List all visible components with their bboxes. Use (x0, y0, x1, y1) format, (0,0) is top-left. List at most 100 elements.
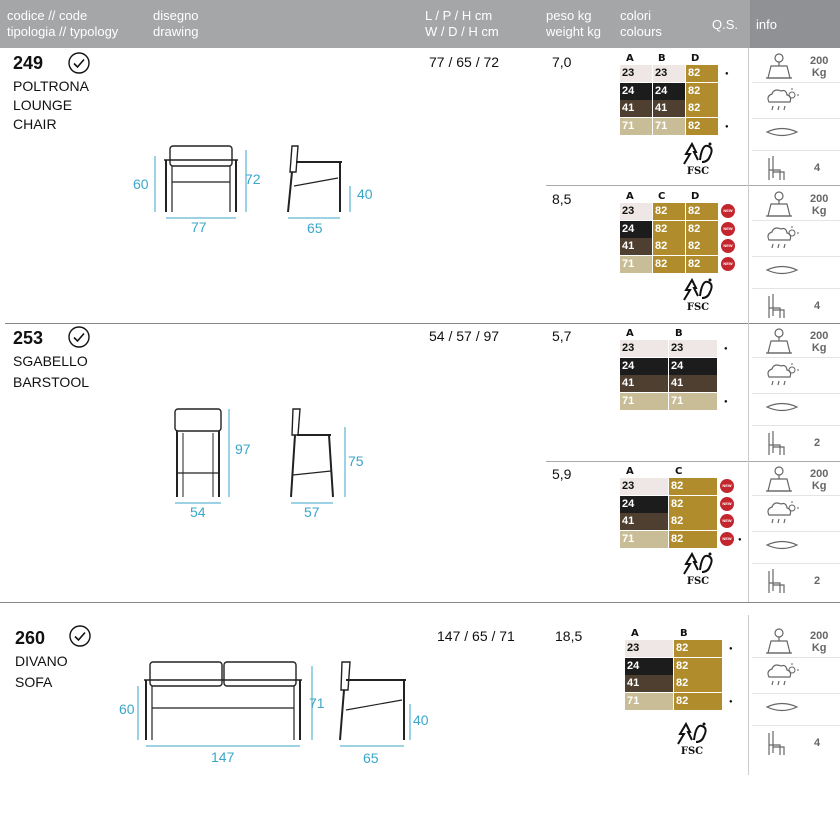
outdoor-weather-icon (764, 499, 804, 527)
outdoor-weather-icon (764, 361, 804, 389)
info-separator (752, 495, 840, 496)
certified-check-icon (69, 625, 91, 647)
depth-label: 57 (304, 504, 320, 520)
colour-swatch: 82 (686, 220, 718, 238)
qs-label: Q.S. (712, 17, 739, 32)
colour-swatch: 24 (653, 82, 685, 100)
load-capacity-icon (764, 52, 804, 80)
info-separator (752, 425, 840, 426)
colour-swatch: 82 (653, 238, 685, 255)
cushion-icon (764, 122, 804, 150)
fsc-label: FSC (686, 576, 710, 587)
product-code: 253 (13, 328, 44, 348)
width-label: 77 (191, 219, 207, 235)
new-badge-icon: NEW (720, 479, 734, 493)
colour-swatch: 82 (653, 220, 685, 238)
product-name: DIVANO SOFA (15, 653, 68, 690)
colour-swatch: 82 (669, 513, 717, 530)
sofa-side-drawing (339, 661, 411, 747)
lounge-chair-front-drawing (154, 145, 247, 219)
colour-swatch: 24 (620, 82, 652, 100)
colour-column-header: D (691, 191, 700, 202)
seat-height-label: 60 (133, 176, 149, 192)
barstool-front-drawing (174, 408, 230, 504)
colour-column-header: A (626, 328, 634, 339)
info-separator (752, 357, 840, 358)
colour-swatch: 24 (669, 357, 717, 375)
new-badge-icon: NEW (721, 221, 735, 236)
new-badge-icon: NEW (721, 256, 735, 271)
qs-dot-icon: ● (738, 536, 742, 543)
qs-dot-icon: ● (729, 698, 733, 705)
variant-weight: 18,5 (555, 628, 583, 644)
colour-swatch: 82 (674, 640, 722, 657)
colour-swatch: 23 (620, 65, 652, 82)
width-label: 54 (190, 504, 206, 520)
sofa-front-drawing (137, 661, 313, 747)
outdoor-weather-icon (764, 86, 804, 114)
info-header: info (750, 0, 840, 48)
info-separator (752, 118, 840, 119)
colour-swatch: 82 (686, 238, 718, 255)
section-divider (5, 323, 840, 324)
stack-quantity: 2 (814, 575, 821, 587)
colour-swatch: 71 (620, 392, 668, 410)
colour-column-header: B (680, 628, 688, 639)
outdoor-weather-icon (764, 661, 804, 689)
load-capacity-icon (764, 190, 804, 218)
variant-weight: 7,0 (552, 54, 572, 70)
capacity-number: 200 (810, 193, 829, 205)
product-name: POLTRONA LOUNGE CHAIR (13, 78, 89, 132)
colour-swatch: 82 (653, 255, 685, 273)
colour-column-header: A (626, 191, 634, 202)
info-separator (752, 725, 840, 726)
cushion-icon (764, 260, 804, 288)
info-separator (752, 150, 840, 151)
colour-swatch: 71 (653, 117, 685, 135)
stack-quantity: 4 (814, 737, 821, 749)
product-code: 260 (15, 628, 46, 648)
new-badge-icon: NEW (720, 496, 734, 511)
capacity-number: 200 (810, 468, 829, 480)
colour-swatch: 41 (620, 513, 668, 530)
colour-column-header: B (658, 53, 666, 64)
arm-height-label: 40 (357, 186, 373, 202)
certified-check-icon (68, 326, 90, 348)
seat-height-label: 75 (348, 453, 364, 469)
colour-column-header: A (626, 466, 634, 477)
fsc-label: FSC (686, 166, 710, 177)
stack-quantity: 4 (814, 300, 821, 312)
info-column-divider (748, 48, 749, 602)
colour-swatch: 24 (620, 495, 668, 513)
fsc-label: FSC (680, 746, 704, 757)
colour-swatch: 71 (669, 392, 717, 410)
colour-swatch: 71 (620, 530, 668, 548)
info-separator (752, 657, 840, 658)
colour-swatch: 82 (686, 203, 718, 220)
load-capacity-icon (764, 327, 804, 355)
colour-swatch: 41 (620, 100, 652, 117)
colour-swatch: 82 (686, 65, 718, 82)
outdoor-weather-icon (764, 224, 804, 252)
stackable-icon (764, 729, 804, 757)
capacity-unit: Kg (811, 642, 827, 654)
colour-column-header: A (626, 53, 634, 64)
colour-swatch: 23 (653, 65, 685, 82)
stack-quantity: 2 (814, 437, 821, 449)
fsc-certification-icon: FSC (678, 550, 718, 590)
new-badge-icon: NEW (720, 514, 734, 528)
colour-swatch: 23 (620, 478, 668, 495)
barstool-side-drawing (290, 408, 346, 504)
info-separator (752, 693, 840, 694)
seat-height-label: 60 (119, 701, 135, 717)
section-divider (0, 602, 840, 603)
colour-column-header: C (658, 191, 666, 202)
colour-swatch: 82 (686, 117, 718, 135)
variant-weight: 5,9 (552, 466, 572, 482)
qs-dot-icon: ● (729, 646, 733, 652)
fsc-certification-icon: FSC (672, 720, 712, 760)
info-column-divider (748, 615, 749, 775)
